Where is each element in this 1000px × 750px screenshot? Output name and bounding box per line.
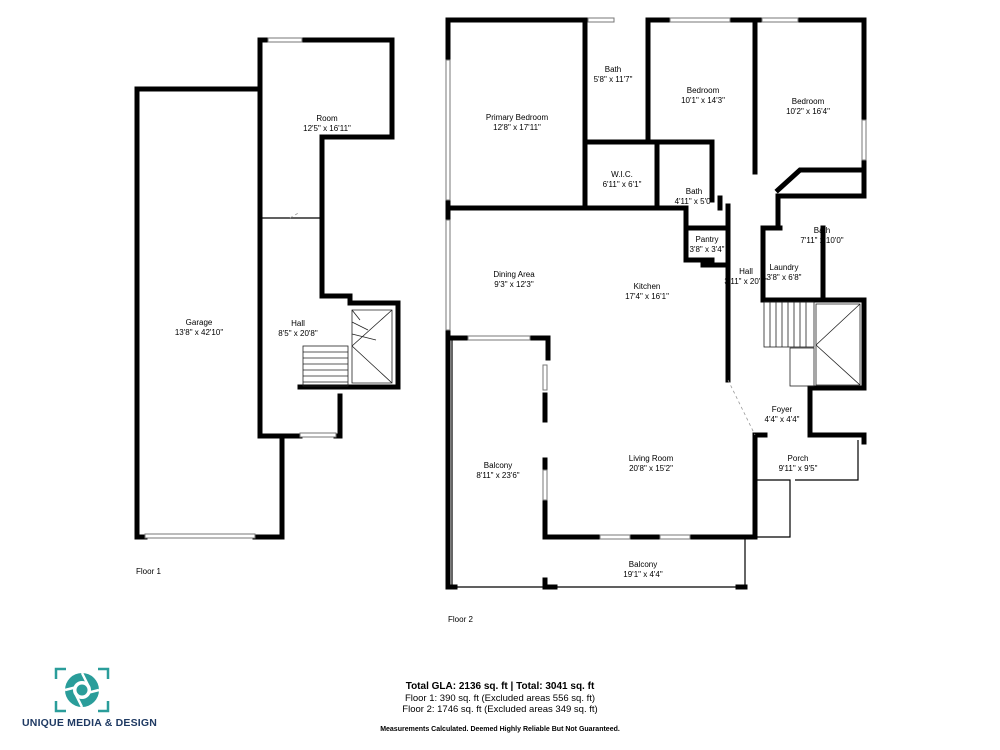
floor-2-stairs [763, 301, 861, 387]
f2-laundry-name: Laundry [770, 263, 799, 272]
living-window-b [542, 469, 548, 501]
f2-dining-name: Dining Area [493, 270, 535, 279]
f2-balcony-a-name: Balcony [484, 461, 512, 470]
f2-bath-c-dimensions: 7'11" x 10'0" [800, 236, 843, 245]
f2-foyer-name: Foyer [772, 405, 793, 414]
floor-1-area: Floor 1: 390 sq. ft (Excluded areas 556 … [404, 693, 596, 704]
f2-bath-a-dimensions: 5'8" x 11'7" [594, 75, 633, 84]
f2-bath-b-name: Bath [686, 187, 702, 196]
f1-hall-name: Hall [291, 319, 305, 328]
hall-south-wall [257, 393, 343, 439]
dining-south-window [467, 335, 531, 341]
hall-walls [654, 205, 731, 231]
f2-bath-a-name: Bath [605, 65, 621, 74]
f1-hall-dimensions: 8'5" x 20'8" [278, 329, 318, 338]
floor-1-stairs [302, 309, 393, 387]
f2-kitchen-dimensions: 17'4" x 16'1" [625, 292, 669, 301]
garage-east-wall [257, 86, 285, 540]
room-window [267, 37, 303, 43]
f2-hall-dimensions: 3'11" x 20'1" [724, 277, 767, 286]
f2-foyer-dimensions: 4'4" x 4'4" [765, 415, 800, 424]
bedroom-a-south-wall [645, 139, 715, 175]
brand-name: UNIQUE MEDIA & DESIGN [22, 717, 158, 729]
disclaimer: Measurements Calculated. Deemed Highly R… [380, 726, 620, 733]
balcony-a-railing [448, 337, 545, 588]
living-window-a [542, 364, 548, 391]
bedroom-window [669, 17, 731, 23]
f2-living-dimensions: 20'8" x 15'2" [629, 464, 673, 473]
bedroom-b-south-wall [774, 167, 867, 194]
f2-bedroom-b-dimensions: 10'2" x 16'4" [786, 107, 830, 116]
camera-aperture-icon [54, 667, 110, 713]
floor-1-plan [134, 37, 401, 540]
f2-bedroom-b-name: Bedroom [792, 97, 825, 106]
hall-stair-walls [297, 293, 401, 390]
f2-primary-bedroom-dimensions: 12'8" x 17'11" [493, 123, 541, 132]
primary-window [445, 59, 451, 201]
balcony-b-posts [542, 577, 748, 590]
foyer-opening [727, 379, 756, 436]
f2-living-name: Living Room [629, 454, 674, 463]
garage-wall [134, 86, 263, 540]
door-swing [289, 211, 301, 219]
f1-room-dimensions: 12'5" x 16'11" [303, 124, 351, 133]
f2-kitchen-name: Kitchen [634, 282, 661, 291]
porch-post [855, 432, 867, 445]
living-south-wall [567, 432, 768, 540]
f2-bath-b-dimensions: 4'11" x 5'0" [675, 197, 714, 206]
room-walls [257, 37, 395, 221]
f2-wic-name: W.I.C. [611, 170, 633, 179]
dining-south-wall [445, 335, 551, 361]
floor-2-label: Floor 2 [448, 615, 473, 624]
living-south-window-a [599, 534, 631, 540]
bath-b-walls [709, 169, 723, 211]
dining-window [445, 219, 451, 331]
bedroom-b-window [761, 17, 799, 23]
f2-wic-dimensions: 6'11" x 6'1" [603, 180, 642, 189]
f2-balcony-b-name: Balcony [629, 560, 657, 569]
f1-room-name: Room [316, 114, 338, 123]
floor-2-area: Floor 2: 1746 sq. ft (Excluded areas 349… [402, 704, 598, 715]
stair-walls [760, 225, 867, 438]
f2-pantry-name: Pantry [695, 235, 718, 244]
f2-laundry-dimensions: 3'8" x 6'8" [767, 273, 802, 282]
floor-1-label: Floor 1 [136, 567, 161, 576]
f2-porch-dimensions: 9'11" x 9'5" [779, 464, 818, 473]
living-south-window-b [659, 534, 691, 540]
f1-garage-dimensions: 13'8" x 42'10" [175, 328, 223, 337]
f2-dining-dimensions: 9'3" x 12'3" [494, 280, 534, 289]
f2-primary-bedroom-name: Primary Bedroom [486, 113, 549, 122]
f2-pantry-dimensions: 3'8" x 3'4" [690, 245, 725, 254]
bath-c-walls [775, 193, 867, 228]
f2-bedroom-a-dimensions: 10'1" x 14'3" [681, 96, 725, 105]
living-west-wall [542, 392, 573, 540]
garage-door [144, 533, 256, 539]
f2-hall-name: Hall [739, 267, 753, 276]
f2-balcony-b-dimensions: 19'1" x 4'4" [623, 570, 663, 579]
porch-outline [755, 440, 859, 538]
hall-door [299, 432, 337, 438]
f2-balcony-a-dimensions: 8'11" x 23'6" [476, 471, 519, 480]
f2-bath-c-name: Bath [814, 226, 830, 235]
total-area: Total GLA: 2136 sq. ft | Total: 3041 sq.… [405, 681, 595, 692]
f1-garage-name: Garage [186, 318, 213, 327]
floor-2-plan [445, 17, 867, 590]
bedroom-b-east-window [861, 119, 867, 161]
pantry-walls [683, 225, 715, 263]
bath-window [587, 17, 615, 23]
f2-bedroom-a-name: Bedroom [687, 86, 720, 95]
balcony-a-posts [445, 427, 458, 590]
f2-porch-name: Porch [788, 454, 809, 463]
